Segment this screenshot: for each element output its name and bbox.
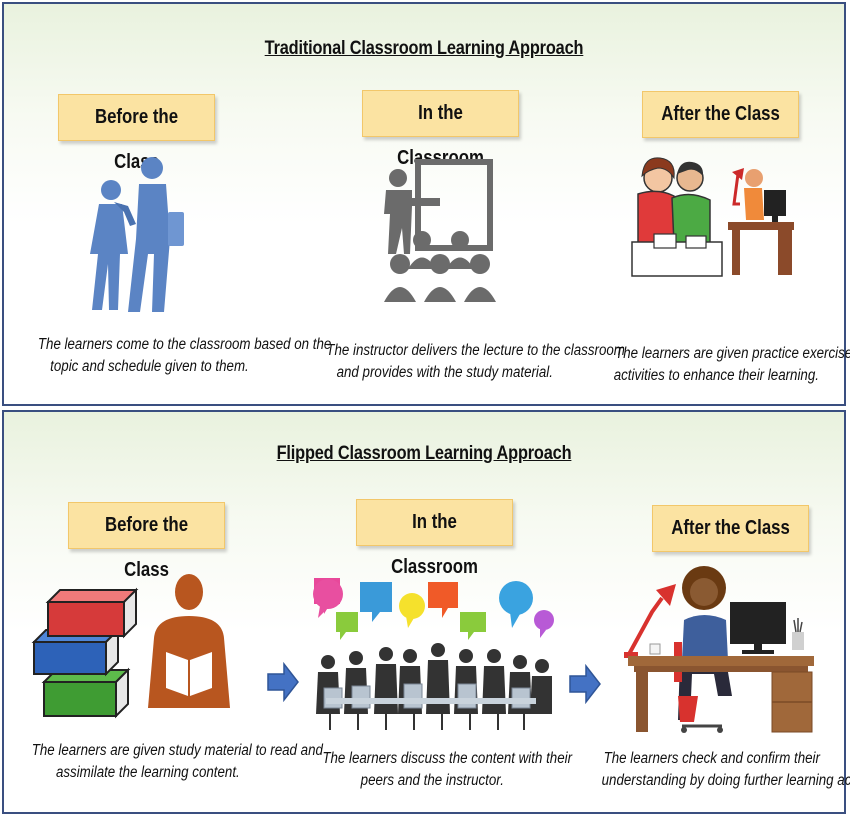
traditional-before-desc: The learners come to the classroom based… <box>37 336 332 375</box>
flipped-in-desc: The learners discuss the content with th… <box>322 750 573 789</box>
flipped-before-label: Before the Class <box>68 502 225 581</box>
student-at-computer-icon <box>624 566 814 733</box>
arrow-right-icon <box>569 664 601 704</box>
traditional-in-desc: The instructor delivers the lecture to t… <box>326 342 625 381</box>
traditional-after-desc: The learners are given practice exercise… <box>613 345 850 384</box>
person-reading-icon <box>148 574 230 708</box>
flipped-title: Flipped Classroom Learning Approach <box>276 443 572 464</box>
books-stack-icon <box>31 587 139 719</box>
flipped-in-label: In the Classroom <box>356 499 513 578</box>
traditional-after-label: After the Class <box>642 91 799 138</box>
flipped-panel: Flipped Classroom Learning Approach Befo… <box>2 410 850 814</box>
traditional-before-label: Before the Class <box>58 94 215 173</box>
flipped-after-label: After the Class <box>652 505 809 552</box>
traditional-in-label: In the Classroom <box>362 90 519 169</box>
group-discussion-icon <box>313 578 554 730</box>
students-studying-icon <box>631 157 794 277</box>
traditional-panel: Traditional Classroom Learning Approach … <box>2 2 850 406</box>
students-walking-icon <box>90 157 184 312</box>
arrow-right-icon <box>267 662 299 702</box>
traditional-title: Traditional Classroom Learning Approach <box>264 38 584 59</box>
flipped-before-desc: The learners are given study material to… <box>31 742 323 781</box>
lecture-presentation-icon <box>384 159 496 302</box>
